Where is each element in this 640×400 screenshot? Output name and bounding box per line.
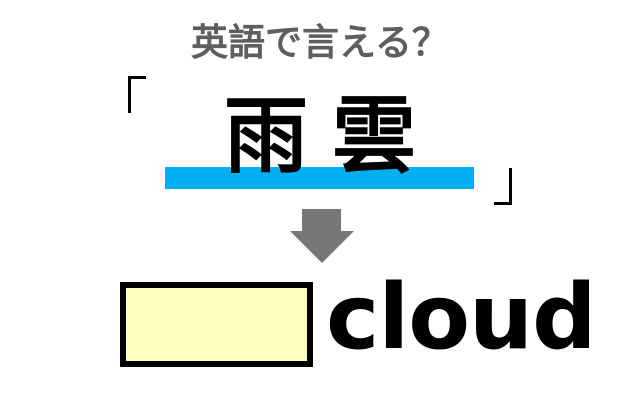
highlight-bar bbox=[165, 167, 474, 189]
answer-blank-box bbox=[120, 282, 313, 367]
quiz-title: 英語で言える？ bbox=[191, 21, 449, 64]
close-bracket bbox=[494, 168, 512, 205]
kanji-word: 雨雲 bbox=[223, 87, 440, 185]
down-arrow-icon bbox=[290, 209, 354, 263]
open-bracket bbox=[128, 76, 146, 113]
answer-word: cloud bbox=[326, 265, 597, 370]
